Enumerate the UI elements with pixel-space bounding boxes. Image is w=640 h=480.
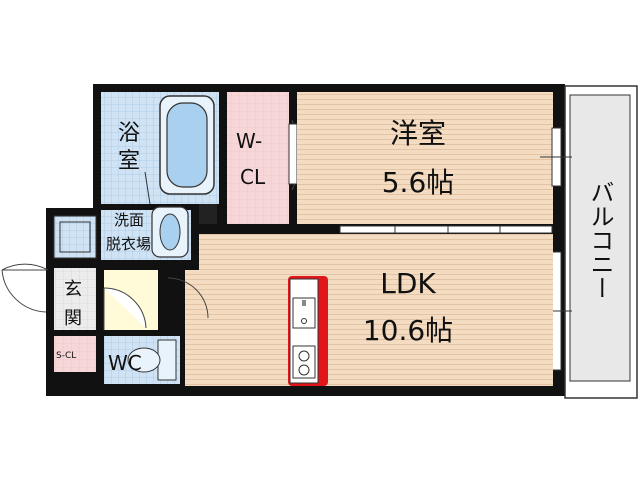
western-room-size: 5.6帖 [382, 166, 455, 199]
bath-label-1: 浴 [118, 121, 140, 146]
entrance-label-1: 玄 [64, 279, 82, 300]
balcony-floor [569, 94, 631, 382]
washing-machine-area [53, 215, 97, 259]
wash-basin-bowl [159, 213, 181, 251]
pillar [199, 204, 217, 224]
washing-machine [59, 221, 91, 253]
kitchen-sink [292, 297, 316, 329]
ldk-notch [185, 270, 201, 386]
bath-label-2: 室 [118, 149, 140, 174]
burner-2 [298, 364, 310, 376]
entrance-label-2: 関 [64, 308, 82, 329]
hall-door-swing [103, 287, 147, 329]
shoe-closet-label: S-CL [56, 351, 76, 361]
entrance-door-swing-arc [1, 269, 47, 313]
washroom-label-2: 脱衣場 [106, 235, 151, 253]
western-floor [297, 92, 553, 224]
toilet-tank [157, 339, 177, 381]
entrance-door-swing [1, 263, 49, 271]
faucet [302, 300, 306, 306]
balcony-label: バルコニー [586, 180, 614, 300]
western-room-name: 洋室 [390, 117, 446, 150]
toilet-bowl [127, 347, 161, 373]
shoe-closet-floor [54, 336, 96, 372]
bath-door [144, 171, 151, 205]
ldk-floor [199, 234, 553, 386]
toilet-label: WC [108, 351, 142, 375]
wcl-floor [227, 92, 289, 224]
washroom-label-1: 洗面 [114, 211, 144, 229]
wcl-label-1: W- [236, 129, 262, 153]
bathtub-inner [166, 102, 208, 188]
entrance-floor [54, 268, 96, 330]
ldk-name: LDK [380, 267, 436, 300]
wcl-label-2: CL [240, 165, 266, 189]
wcl-door-panel [288, 123, 298, 185]
partition-sliding-door [339, 225, 553, 234]
ldk-size: 10.6帖 [363, 314, 453, 347]
burner-1 [298, 350, 310, 362]
sink-drain [301, 318, 307, 324]
ldk-door-swing [167, 277, 209, 319]
